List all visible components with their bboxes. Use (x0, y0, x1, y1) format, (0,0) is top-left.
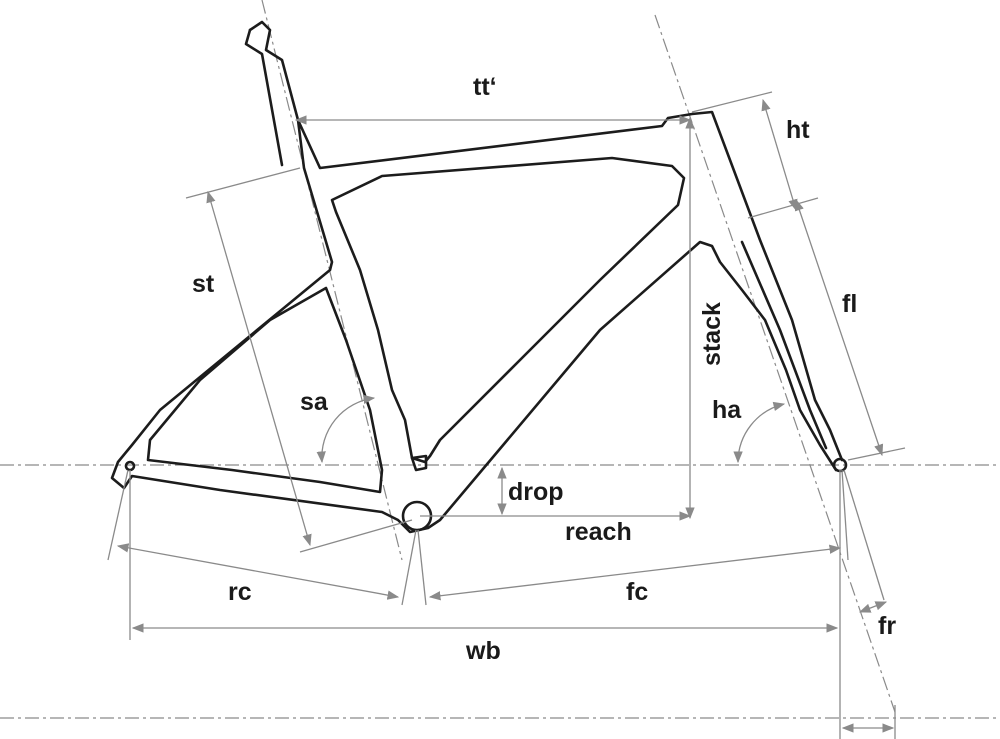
label-sa: sa (300, 388, 329, 416)
st-extension-top (185, 167, 301, 199)
seatpost-outline-front (244, 28, 284, 167)
fr-extension (843, 469, 885, 601)
label-ht: ht (786, 116, 810, 144)
rc-extension-rear (107, 469, 129, 561)
steering-axis (654, 14, 896, 713)
rc-dimension (116, 543, 400, 600)
label-stack: stack (698, 302, 726, 366)
label-fr: fr (878, 612, 896, 640)
label-st: st (192, 270, 215, 298)
rc-extension-bb (401, 529, 417, 606)
rear-axle (124, 460, 136, 472)
fork-blade (740, 240, 828, 450)
seatpost-outline (248, 20, 300, 122)
label-ha: ha (712, 396, 742, 424)
cable-guide (410, 454, 428, 472)
sa-arc (316, 394, 376, 464)
label-fc: fc (626, 578, 648, 606)
ht-dimension (761, 98, 798, 212)
ht-extension-top (691, 91, 773, 113)
seat-tube-axis (261, 0, 403, 561)
dimension-labels: tt‘ ht st fl stack sa ha drop reach rc f… (192, 73, 896, 665)
label-wb: wb (465, 637, 501, 665)
dimension-lines (107, 91, 906, 739)
label-rc: rc (228, 578, 252, 606)
fl-dimension (794, 198, 884, 457)
label-tt: tt‘ (473, 73, 497, 101)
fc-dimension (428, 544, 842, 601)
fl-extension (847, 447, 906, 461)
st-extension-bottom (299, 519, 413, 553)
fc-extension-bb (417, 529, 427, 606)
fc-extension-front (841, 469, 849, 561)
fr-dimension (858, 601, 888, 613)
label-reach: reach (565, 518, 632, 546)
st-dimension (206, 190, 312, 547)
ha-arc (733, 401, 786, 464)
main-triangle-inner (330, 156, 686, 464)
label-fl: fl (842, 290, 857, 318)
ht-extension-bottom (747, 197, 819, 219)
label-drop: drop (508, 478, 564, 506)
